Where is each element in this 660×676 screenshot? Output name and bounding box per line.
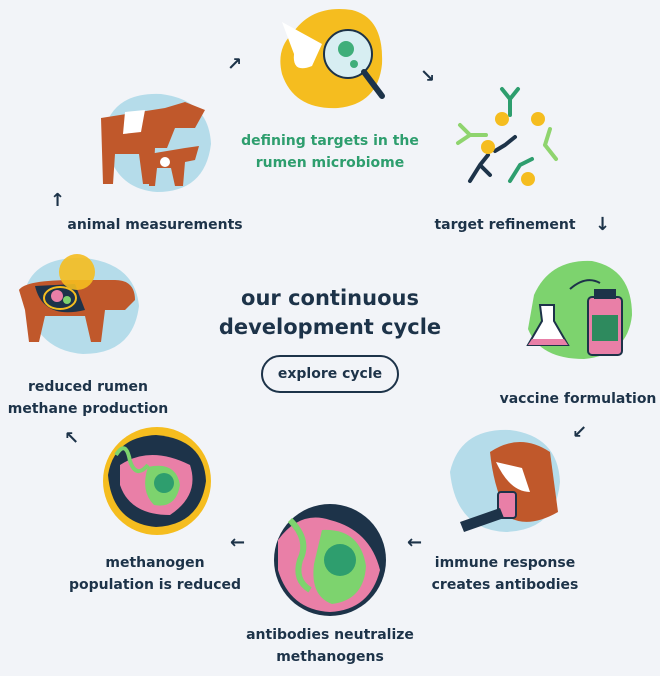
arrow-left-icon: ← <box>230 532 246 553</box>
flask-vial-icon <box>526 260 632 359</box>
arrow-up-left-icon: ↖ <box>64 428 80 449</box>
arrow-down-left-icon: ↙ <box>572 422 588 443</box>
arrow-left-icon: ← <box>407 532 423 553</box>
microbes-reduced-icon <box>103 427 211 535</box>
antibodies-targets-icon <box>456 87 558 186</box>
step-label-animal-measurements: animal measurements <box>67 217 243 233</box>
magnifier-microbes-icon <box>280 9 385 109</box>
explore-cycle-button[interactable]: explore cycle <box>261 355 399 393</box>
arrow-down-icon: ↓ <box>595 214 611 235</box>
step-label-target-refinement: target refinement <box>434 217 576 233</box>
arrow-up-icon: ↑ <box>50 190 66 211</box>
cows-icon <box>101 93 211 192</box>
cow-rumen-icon <box>19 254 139 354</box>
arrow-down-right-icon: ↘ <box>420 66 436 87</box>
step-label-vaccine-formulation: vaccine formulation <box>499 391 657 407</box>
arrow-up-right-icon: ↗ <box>227 54 243 75</box>
antibodies-microbes-icon <box>274 504 386 616</box>
cow-injection-icon <box>450 429 560 532</box>
